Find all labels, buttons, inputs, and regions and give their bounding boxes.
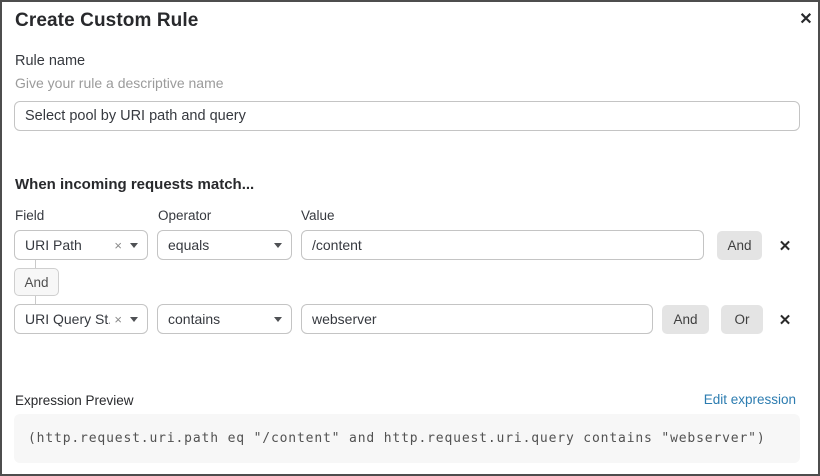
chevron-down-icon — [274, 316, 282, 322]
expression-code-block: (http.request.uri.path eq "/content" and… — [14, 414, 800, 463]
column-label-operator: Operator — [158, 208, 212, 223]
rule-name-helper: Give your rule a descriptive name — [15, 75, 224, 91]
row1-field-value: URI Path — [25, 237, 82, 253]
chevron-down-icon — [130, 316, 138, 322]
rule-name-label: Rule name — [15, 53, 86, 69]
chevron-down-icon — [274, 242, 282, 248]
rule-name-input[interactable] — [14, 101, 800, 131]
clear-icon[interactable]: × — [114, 311, 122, 327]
row2-or-button[interactable]: Or — [721, 305, 763, 334]
row1-operator-select[interactable]: equals — [157, 230, 292, 260]
connector-line-bottom — [35, 296, 36, 304]
row2-and-button[interactable]: And — [662, 305, 709, 334]
page-title: Create Custom Rule — [15, 10, 199, 31]
row2-delete-icon[interactable]: ✕ — [773, 308, 797, 332]
row1-delete-icon[interactable]: ✕ — [773, 234, 797, 258]
row2-field-select[interactable]: URI Query St... × — [14, 304, 148, 334]
column-label-field: Field — [15, 208, 45, 223]
clear-icon[interactable]: × — [114, 237, 122, 253]
row2-value-input[interactable] — [301, 304, 653, 334]
row1-and-button[interactable]: And — [717, 231, 762, 260]
connector-line-top — [35, 260, 36, 268]
match-section-heading: When incoming requests match... — [15, 176, 255, 193]
expression-preview-label: Expression Preview — [15, 393, 134, 408]
row2-operator-select[interactable]: contains — [157, 304, 292, 334]
close-icon[interactable]: ✕ — [794, 7, 818, 31]
row1-field-select[interactable]: URI Path × — [14, 230, 148, 260]
row2-field-value: URI Query St... — [25, 311, 110, 327]
edit-expression-link[interactable]: Edit expression — [703, 392, 796, 407]
row1-operator-value: equals — [168, 237, 210, 253]
expression-code: (http.request.uri.path eq "/content" and… — [28, 431, 766, 446]
chevron-down-icon — [130, 242, 138, 248]
row2-operator-value: contains — [168, 311, 221, 327]
connector-and-badge: And — [14, 268, 59, 296]
row1-value-input[interactable] — [301, 230, 704, 260]
column-label-value: Value — [301, 208, 335, 223]
